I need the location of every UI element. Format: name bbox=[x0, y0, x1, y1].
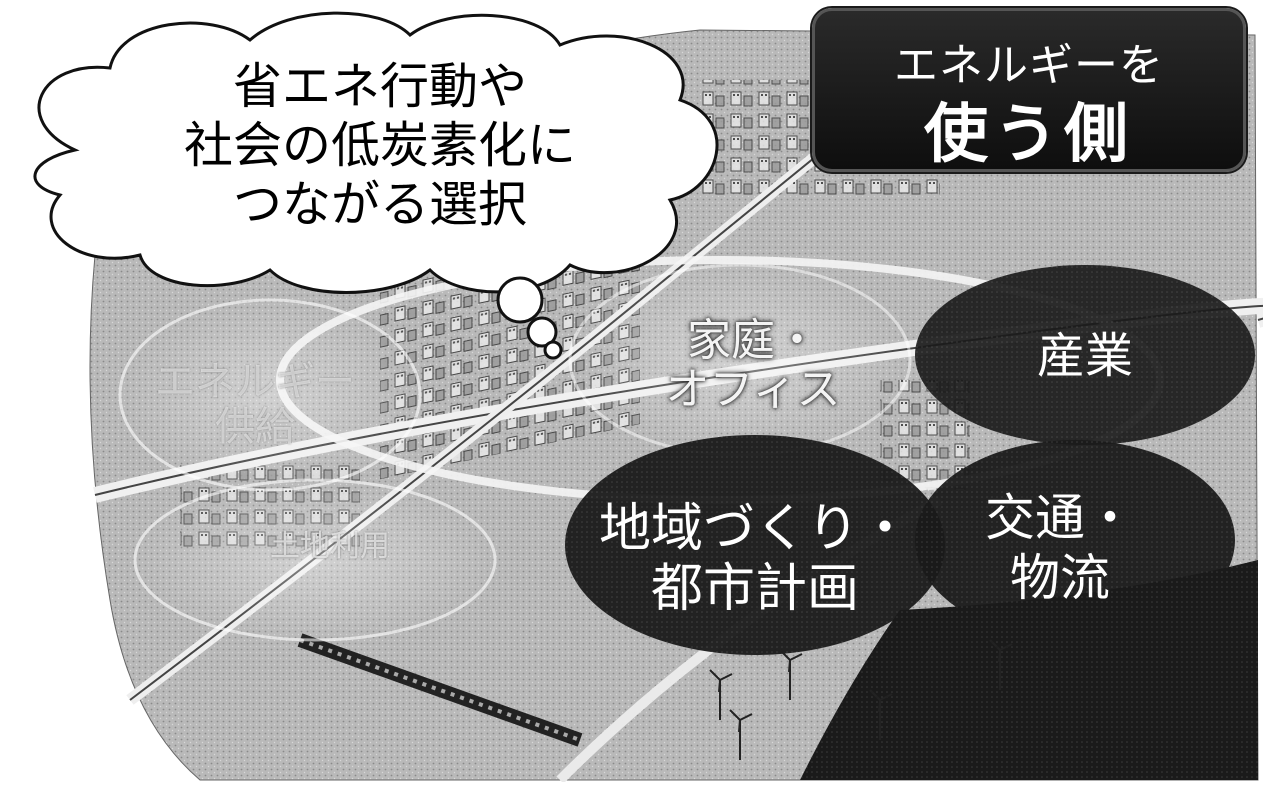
energy-supply-line-1: エネルギー bbox=[155, 359, 355, 405]
energy-supply-faded-label: エネルギー 供給 bbox=[155, 360, 355, 450]
transport-region bbox=[915, 440, 1235, 640]
region-planning-label: 地域づくり・ 都市計画 bbox=[595, 499, 915, 620]
thought-bubble-text: 省エネ行動や 社会の低炭素化に つながる選択 bbox=[120, 58, 640, 234]
thought-cloud bbox=[33, 11, 719, 294]
rail-line bbox=[297, 633, 583, 747]
thought-line-1: 省エネ行動や bbox=[232, 58, 527, 115]
land-use-line-1: 土地利用 bbox=[270, 529, 390, 564]
thought-dot-large bbox=[496, 276, 544, 324]
industry-label: 産業 bbox=[1036, 328, 1133, 384]
region-planning-line-1: 地域づくり・ bbox=[598, 499, 911, 559]
transport-line-2: 物流 bbox=[1010, 549, 1110, 607]
household-office-label: 家庭・ オフィス bbox=[648, 316, 858, 415]
household-office-line-1: 家庭・ bbox=[687, 315, 819, 366]
thought-dot-small bbox=[543, 340, 563, 360]
land-use-faded-label: 土地利用 bbox=[215, 530, 445, 564]
title-line2: 使う側 bbox=[924, 98, 1134, 172]
thought-line-2: 社会の低炭素化に bbox=[183, 116, 576, 174]
household-office-line-2: オフィス bbox=[665, 364, 841, 416]
title-line1: エネルギーを bbox=[894, 40, 1164, 91]
industry-region bbox=[915, 265, 1255, 445]
transport-logistics-label: 交通・ 物流 bbox=[965, 488, 1155, 608]
region-planning-line-2: 都市計画 bbox=[650, 558, 859, 619]
wind-turbines bbox=[709, 639, 1013, 760]
transport-line-1: 交通・ bbox=[985, 489, 1135, 547]
land-use-region bbox=[133, 478, 497, 642]
region-planning-region bbox=[565, 435, 945, 655]
thought-dot-medium bbox=[526, 316, 558, 348]
energy-user-title-box: エネルギーを 使う側 bbox=[812, 8, 1246, 172]
energy-supply-line-2: 供給 bbox=[215, 403, 295, 450]
thought-line-3: つながる選択 bbox=[232, 175, 527, 233]
